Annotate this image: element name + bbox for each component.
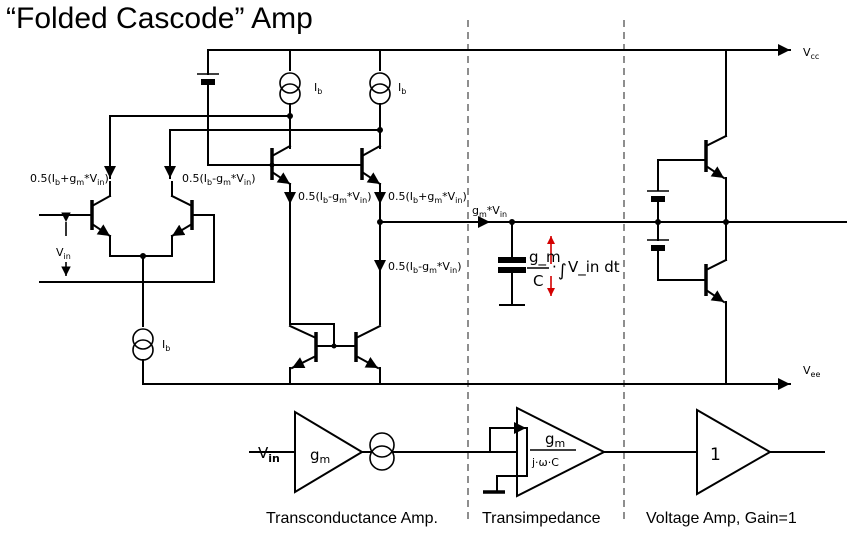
svg-text:Vee: Vee [803,364,820,379]
tail-current-source: Ib [132,328,170,385]
vee-rail: Vee [142,364,820,390]
block-current-source [369,432,395,458]
block-input-label: V [258,444,269,462]
gm-triangle [294,410,364,494]
current-label-mid-plus: 0.5(Ib+gm*Vin) [388,190,467,205]
ib-label-1: I [314,81,317,94]
block-diagram: Vin gm gm j·ω·C 1 Transconductance Amp. … [249,406,825,527]
current-source-top-2: Ib [369,49,406,149]
ib-label-tail: I [162,338,165,351]
gm-vin-label: gm*Vin [472,204,507,219]
vee-sub: ee [811,370,821,379]
cascode-transistor-left [270,144,292,301]
formula-integral: ∫ [558,261,567,281]
page-title: “Folded Cascode” Amp [6,2,313,35]
unity-gain-triangle [696,408,773,496]
vin-label: V [56,246,64,259]
svg-text:Vin: Vin [258,444,280,465]
vcc-label: V [803,46,811,59]
svg-text:Vcc: Vcc [803,46,819,61]
transimpedance-triangle [516,406,607,498]
bias-battery [197,49,273,166]
vee-label: V [803,364,811,377]
svg-text:Ib: Ib [398,81,406,96]
gm-label: g [310,446,320,464]
current-label-left-plus: 0.5(Ib+gm*Vin) [30,172,109,187]
formula-denominator: C [533,272,543,290]
current-label-left-minus: 0.5(Ib-gm*Vin) [182,172,255,187]
formula-tail: V_in dt [568,258,620,277]
svg-text:Vin: Vin [56,246,71,261]
current-label-lower-minus: 0.5(Ib-gm*Vin) [388,260,461,275]
vcc-sub: cc [811,52,820,61]
ti-numerator: gm [545,430,565,450]
current-label-mid-minus: 0.5(Ib-gm*Vin) [298,190,371,205]
current-source-top-1: Ib [279,49,322,149]
formula-numerator: g_m [529,248,561,267]
caption-transconductance: Transconductance Amp. [266,510,438,527]
svg-text:Ib: Ib [162,338,170,353]
current-mirror [288,299,382,385]
svg-text:Ib: Ib [314,81,322,96]
gain-label: 1 [710,445,721,465]
output-stage [647,49,847,385]
differential-pair [39,181,215,327]
integrating-capacitor [498,221,526,306]
ib-label-2: I [398,81,401,94]
formula-dot: · [552,258,557,276]
caption-voltage-amp: Voltage Amp, Gain=1 [646,510,797,527]
integral-formula: g_m C · ∫ V_in dt [527,248,620,290]
ti-denominator: j·ω·C [531,456,559,469]
vin-indicator: Vin [56,212,71,276]
caption-transimpedance: Transimpedance [482,510,601,527]
vcc-rail: Vcc [207,44,819,61]
svg-text:gm: gm [310,446,330,466]
